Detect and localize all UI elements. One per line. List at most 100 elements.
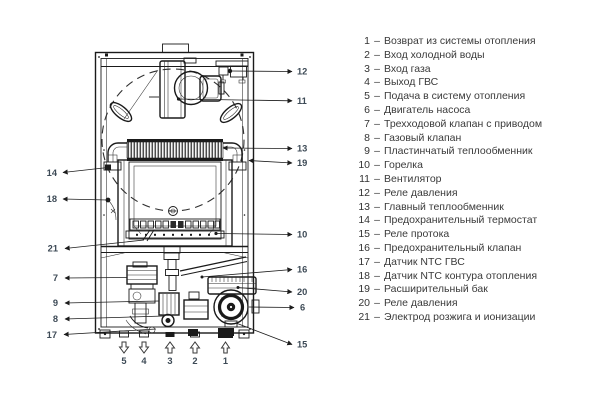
legend-separator: – [374,117,380,130]
component-legend: 1–Возврат из системы отопления 2–Вход хо… [356,35,542,325]
legend-item: 11–Вентилятор [356,173,542,187]
callout-label-11: 11 [297,96,307,106]
legend-item-label: Пластинчатый теплообменник [384,145,533,158]
bottom-ports: 5 4 3 2 1 [118,341,231,366]
legend-item-number: 20 [358,297,370,310]
callout-label-14: 14 [47,168,58,178]
plate-heat-exchanger [158,292,180,316]
legend-item-label: Предохранительный термостат [384,214,538,227]
legend-item-number: 6 [364,103,370,116]
legend-item-label: Датчик NTC ГВС [384,255,465,268]
legend-item-label: Трехходовой клапан с приводом [384,117,543,130]
legend-separator: – [374,269,380,282]
legend-item-label: Главный теплообменник [384,200,504,213]
port-4: 4 [138,341,150,366]
legend-item-label: Выход ГВС [384,76,439,89]
legend-item: 1–Возврат из системы отопления [356,35,542,49]
legend-item: 10–Горелка [356,159,542,173]
legend-item-number: 3 [364,62,370,75]
legend-item-label: Подача в систему отопления [384,90,526,103]
legend-separator: – [374,255,380,268]
legend-separator: – [374,310,380,323]
legend-separator: – [374,145,380,158]
legend-item-label: Вход холодной воды [384,48,485,61]
legend-item-number: 15 [358,228,370,241]
legend-item-label: Горелка [384,159,423,172]
legend-item-number: 4 [364,76,370,89]
burner [125,218,225,239]
callout-label-15: 15 [297,340,307,350]
port-number: 2 [192,356,197,366]
flow-arrow-up-icon [164,341,176,354]
flue-collar [162,43,189,53]
legend-item-label: Расширительный бак [384,283,488,296]
callout-17: 17 [47,328,157,340]
flow-arrow-down-icon [118,341,130,354]
flow-arrow-down-icon [138,341,150,354]
legend-separator: – [374,241,380,254]
panel-slot-left [109,101,133,123]
heating-ntc-sensor [105,197,117,221]
port-number: 3 [167,356,172,366]
callout-label-9: 9 [53,298,58,308]
legend-item-number: 11 [359,172,370,185]
callout-15: 15 [235,322,307,350]
callout-label-8: 8 [53,314,58,324]
callout-label-21: 21 [48,244,58,254]
panel-slot-right [219,102,243,124]
legend-item: 9–Пластинчатый теплообменник [356,145,542,159]
bottom-plumbing [125,315,156,335]
port-3: 3 [164,341,176,366]
boiler-diagram: 14 18 21 7 9 8 17 12 [47,43,307,366]
callout-8: 8 [53,314,165,324]
callout-16: 16 [201,265,307,278]
legend-separator: – [374,283,380,296]
legend-item-number: 5 [364,90,370,103]
legend-separator: – [374,76,380,89]
callout-10: 10 [215,230,307,240]
legend-separator: – [374,214,380,227]
legend-item-label: Вентилятор [384,172,442,185]
callout-7: 7 [53,273,128,283]
callouts-right: 12 11 13 19 10 16 20 6 [178,67,307,350]
legend-item-label: Реле протока [384,228,450,241]
legend-item-label: Датчик NTC контура отопления [384,269,538,282]
callout-13: 13 [222,144,307,154]
legend-item-number: 8 [364,131,370,144]
port-number: 5 [121,356,126,366]
legend-item-number: 7 [364,117,370,130]
callout-12: 12 [229,67,307,77]
chamber-bottom-panel [100,245,249,259]
legend-item: 18–Датчик NTC контура отопления [356,270,542,284]
legend-item: 12–Реле давления [356,187,542,201]
legend-item-number: 12 [358,186,370,199]
legend-item: 6–Двигатель насоса [356,104,542,118]
port-5: 5 [118,341,130,366]
callout-label-16: 16 [297,265,307,275]
three-way-valve [126,261,158,324]
flow-arrow-up-icon [189,341,201,354]
boiler-schematic-svg: 14 18 21 7 9 8 17 12 [47,43,307,366]
legend-item: 13–Главный теплообменник [356,201,542,215]
legend-item: 20–Реле давления [356,297,542,311]
legend-separator: – [374,159,380,172]
legend-item-number: 1 [364,35,370,47]
callout-label-20: 20 [297,287,307,297]
callout-label-17: 17 [47,330,57,340]
gas-valve [161,291,209,336]
flow-arrow-up-icon [220,341,231,354]
callout-label-19: 19 [297,158,307,168]
legend-item: 15–Реле протока [356,228,542,242]
callout-label-12: 12 [297,67,307,77]
legend-item: 5–Подача в систему отопления [356,90,542,104]
main-heat-exchanger [103,139,247,171]
legend-item-number: 19 [358,283,370,296]
callout-label-13: 13 [297,144,307,154]
legend-item-label: Электрод розжига и ионизации [384,310,536,323]
callout-label-7: 7 [53,273,58,283]
callout-9: 9 [53,298,160,308]
port-number: 1 [223,356,228,366]
legend-separator: – [374,90,380,103]
legend-item: 8–Газовый клапан [356,132,542,146]
